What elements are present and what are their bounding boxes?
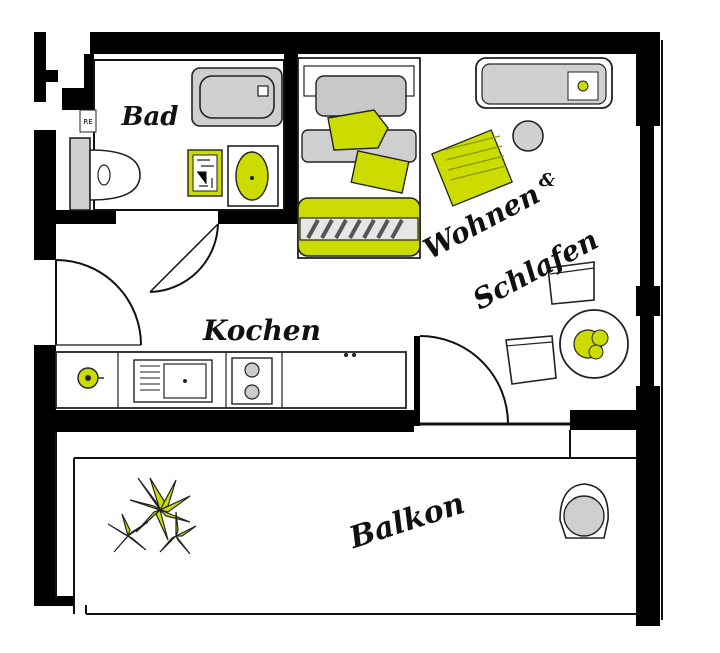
kitchen-counter — [55, 351, 407, 409]
room-label-und: & — [539, 170, 556, 191]
bathtub-icon — [191, 67, 283, 127]
table-icon — [559, 309, 629, 379]
chair-icon — [505, 335, 557, 385]
balcony-outline — [55, 430, 636, 614]
kitchen-sink-icon — [133, 359, 213, 403]
re-marker: RE — [83, 118, 92, 126]
room-label-bad: Bad — [120, 102, 178, 132]
room-label-kochen: Kochen — [202, 314, 321, 347]
walls — [34, 32, 663, 626]
room-label-balkon: Balkon — [344, 486, 469, 556]
chair-icon — [547, 261, 595, 305]
toilet-icon — [69, 137, 141, 211]
balcony-chair-icon — [559, 483, 609, 539]
bathroom-fixtures: RE — [69, 59, 285, 211]
bed-icon — [297, 57, 421, 259]
sofa-icon — [475, 57, 613, 109]
stove-icon — [231, 357, 273, 405]
plant-icon — [107, 477, 197, 555]
kettle-icon — [77, 367, 104, 389]
doors — [55, 223, 509, 425]
stool-icon — [512, 120, 544, 152]
blanket-icon — [430, 129, 514, 207]
bathmat-icon — [187, 149, 223, 197]
sink-icon — [227, 145, 279, 207]
